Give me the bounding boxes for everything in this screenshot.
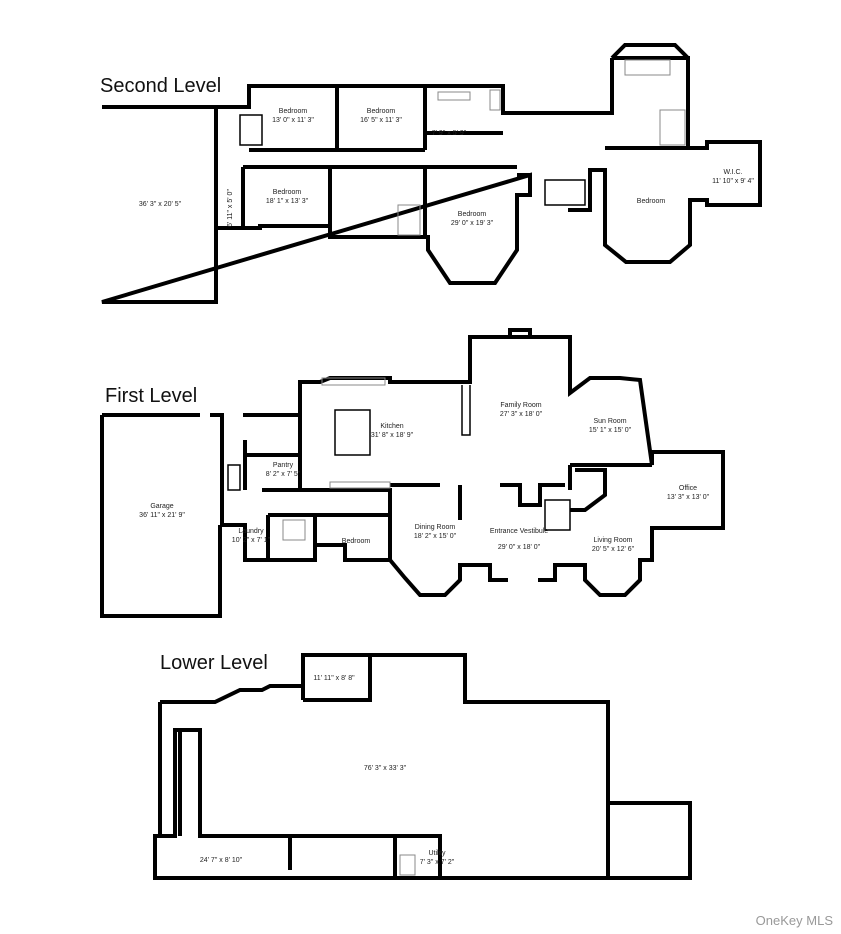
room-size: 27' 3" x 18' 0" <box>500 411 543 418</box>
room-name: Bedroom <box>637 198 666 205</box>
room-size: 18' 2" x 15' 0" <box>414 533 457 540</box>
room-size: 29' 0" x 18' 0" <box>498 544 541 551</box>
room-size: 31' 8" x 18' 9" <box>371 432 414 439</box>
room-size: 11' 10" x 9' 4" <box>712 178 754 185</box>
room-size: 10' 2" x 7' 1" <box>232 537 271 544</box>
room-name: Garage <box>150 503 173 510</box>
room-size: 13' 0" x 11' 3" <box>272 117 314 124</box>
first-level-walls <box>100 328 725 618</box>
room-size: 8' 2" x 7' 5" <box>266 471 301 478</box>
room-name: Dining Room <box>415 524 456 531</box>
second-level-walls <box>101 43 762 304</box>
room-size: 29' 0" x 19' 3" <box>451 220 494 227</box>
room-name: Bedroom <box>279 108 308 115</box>
room-size: 36' 3" x 20' 5" <box>139 201 182 208</box>
watermark: OneKey MLS <box>755 913 833 928</box>
room-name: Pantry <box>273 462 294 469</box>
room-name: Utility <box>428 850 446 857</box>
room-name: Sun Room <box>593 418 626 425</box>
room-name: Living Room <box>594 537 633 544</box>
lower-level-title: Lower Level <box>160 652 268 674</box>
lower-level-walls <box>153 653 692 880</box>
room-size: 16' 5" x 11' 3" <box>360 117 402 124</box>
second-level-title: Second Level <box>100 75 221 97</box>
room-name: Bedroom <box>458 211 487 218</box>
room-name: Bedroom <box>367 108 396 115</box>
room-size: 7' 3" x 7' 2" <box>420 859 455 866</box>
room-name: Laundry <box>238 528 264 535</box>
room-size: 13' 3" x 13' 0" <box>667 494 710 501</box>
room-size: 18' 1" x 13' 3" <box>266 198 309 205</box>
room-size: 11' 11" x 8' 8" <box>313 675 355 682</box>
room-name: W.I.C. <box>723 169 742 176</box>
room-name: Office <box>679 485 697 492</box>
room-name: Bedroom <box>342 538 371 545</box>
room-name: Bedroom <box>273 189 302 196</box>
room-size: 15' 1" x 15' 0" <box>589 427 632 434</box>
room-size: 76' 3" x 33' 3" <box>364 765 407 772</box>
room-size: 24' 7" x 8' 10" <box>200 857 243 864</box>
room-size: 36' 11" x 21' 9" <box>139 512 185 519</box>
first-level-title: First Level <box>105 385 197 407</box>
room-size: 6' 11" x 5' 0" <box>227 189 234 227</box>
room-size: 20' 5" x 12' 6" <box>592 546 635 553</box>
room-name: Kitchen <box>380 423 403 430</box>
room-name: Family Room <box>500 402 541 409</box>
room-size: 7' 9" x 5' 9" <box>432 130 467 137</box>
room-name: Entrance Vestibule <box>490 528 548 535</box>
